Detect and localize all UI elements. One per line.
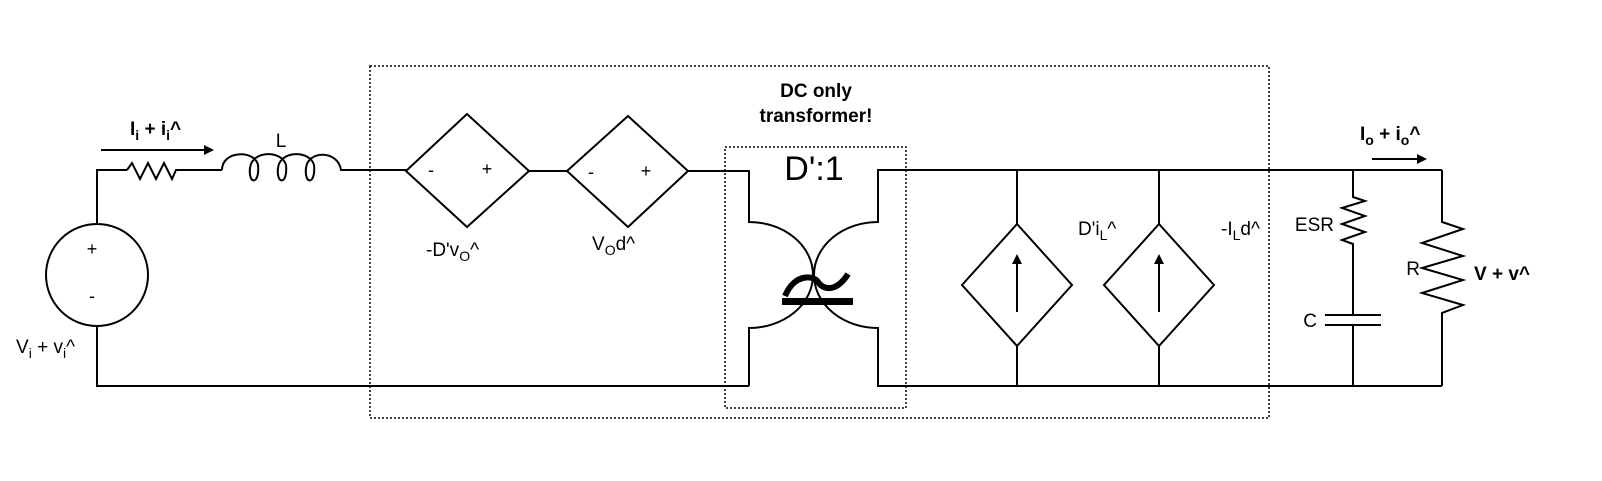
load-label: R (1406, 259, 1420, 280)
transformer-primary (688, 170, 814, 386)
wire-input-bottom (96, 326, 749, 387)
block-label-line2: transformer! (760, 106, 873, 127)
vs1-label: -D'vO^ (426, 240, 479, 264)
inductor (221, 153, 406, 182)
inductor-label: L (276, 131, 287, 152)
source-plus-sign: + (87, 239, 98, 259)
esr-resistor (1338, 170, 1369, 315)
vs2-label: VOd^ (592, 234, 635, 258)
cs1-label: D'iL^ (1078, 219, 1116, 243)
load-resistor (1418, 170, 1467, 386)
vs2-plus: + (641, 161, 652, 181)
capacitor-label: C (1303, 311, 1317, 332)
vs2-minus: - (588, 162, 594, 182)
block-label-line1: DC only (780, 81, 852, 102)
input-voltage-source: + - (45, 223, 149, 327)
dependent-current-source-2 (1102, 222, 1216, 348)
input-voltage-label: Vi + vi^ (16, 337, 75, 361)
tilde-icon (782, 272, 851, 298)
output-current-label: Io + io^ (1360, 124, 1420, 148)
dc-bar-icon (782, 298, 853, 305)
transformer-outline (724, 146, 907, 409)
transformer-ratio: D':1 (784, 150, 843, 188)
vs1-plus: + (482, 159, 493, 179)
dependent-current-source-1 (960, 222, 1074, 348)
dc-transformer-block-outline (369, 65, 1270, 419)
wire-input-top (96, 169, 127, 224)
esr-label: ESR (1295, 215, 1334, 236)
cs2-label: -ILd^ (1221, 219, 1260, 243)
dc-transformer (688, 169, 1442, 387)
input-current-label: Ii + ii^ (130, 119, 181, 143)
source-minus-sign: - (89, 286, 95, 306)
output-voltage-label: V + v^ (1474, 264, 1530, 285)
vs1-minus: - (428, 160, 434, 180)
transformer-secondary (813, 169, 1442, 387)
dependent-voltage-source-2 (565, 114, 690, 229)
dependent-voltage-source-1 (404, 112, 531, 229)
series-resistor (126, 160, 222, 182)
